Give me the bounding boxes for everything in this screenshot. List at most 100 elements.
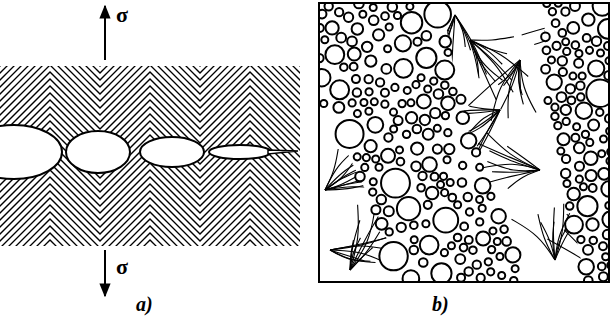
cell [557, 92, 567, 102]
cell [319, 69, 330, 86]
void [66, 131, 130, 173]
cell [552, 42, 560, 50]
cell [571, 134, 579, 142]
cell [398, 100, 405, 107]
cell [444, 144, 454, 154]
cell [570, 4, 580, 11]
cell [460, 244, 468, 252]
cell [566, 202, 573, 209]
cell [479, 205, 486, 212]
cell [442, 112, 449, 119]
crack-tip [268, 150, 298, 154]
spherulite-fibril [470, 40, 502, 64]
cell [396, 146, 403, 153]
cell [586, 80, 609, 107]
cell [381, 12, 389, 20]
cell [588, 120, 599, 131]
cell [543, 4, 550, 7]
cell [441, 189, 448, 196]
cell [551, 104, 558, 111]
cell [381, 89, 389, 97]
cell [510, 277, 517, 281]
cell [588, 60, 604, 76]
cell [365, 140, 377, 152]
cell [422, 31, 432, 41]
cell [502, 237, 511, 246]
cell [394, 12, 401, 19]
cell [406, 4, 413, 10]
cell [574, 59, 583, 68]
cell [379, 242, 407, 270]
spherulite-fibril [491, 60, 520, 121]
cell [496, 253, 503, 260]
cell [388, 4, 398, 12]
cell [454, 234, 462, 242]
cell [586, 47, 593, 54]
cell [494, 238, 501, 245]
cell [376, 218, 388, 230]
cell [466, 208, 473, 215]
cell [419, 258, 428, 267]
cell [596, 109, 603, 116]
cell [552, 19, 560, 27]
cell [464, 193, 472, 201]
cell [433, 208, 458, 233]
cell [548, 56, 555, 63]
cell [455, 254, 465, 264]
cell [363, 154, 370, 161]
cell [457, 274, 465, 281]
cell [406, 112, 417, 123]
cell [394, 116, 403, 125]
cell [320, 100, 327, 107]
cell [541, 33, 550, 42]
cell [411, 236, 418, 243]
cell [424, 4, 451, 28]
cell [547, 74, 562, 89]
cell [582, 131, 589, 138]
cell [369, 15, 379, 25]
cell [430, 108, 440, 118]
cell [376, 78, 384, 86]
cell [576, 102, 593, 119]
cell [391, 84, 398, 91]
cell [598, 19, 609, 39]
stress-symbol: σ [116, 256, 128, 278]
cell [420, 236, 439, 255]
cell [592, 36, 601, 45]
cell [333, 102, 344, 113]
cell [602, 253, 609, 260]
cell [573, 123, 580, 130]
cell [577, 196, 597, 216]
cell [361, 164, 368, 171]
cell [381, 169, 410, 198]
cell [561, 169, 570, 178]
cell [448, 242, 455, 249]
cell [433, 145, 442, 154]
cell [381, 64, 391, 74]
cell [441, 81, 449, 89]
cell [375, 164, 382, 171]
cell [350, 63, 358, 71]
cell [324, 4, 332, 10]
cell [541, 65, 550, 74]
lamellar-matrix [0, 0, 360, 322]
cell [384, 45, 391, 52]
cell [579, 72, 586, 79]
cell [601, 181, 609, 197]
cell [457, 112, 470, 125]
cell [460, 222, 468, 230]
cell [597, 49, 604, 56]
cell [598, 168, 609, 180]
cell [352, 23, 363, 34]
cell [440, 173, 447, 180]
cell [487, 193, 494, 200]
cell [577, 236, 584, 243]
cell [364, 75, 372, 83]
cell [403, 270, 420, 281]
spherulite-fibril [455, 15, 471, 50]
cell [409, 246, 418, 255]
cell [335, 8, 343, 16]
cell [444, 129, 451, 136]
cell [326, 21, 339, 34]
